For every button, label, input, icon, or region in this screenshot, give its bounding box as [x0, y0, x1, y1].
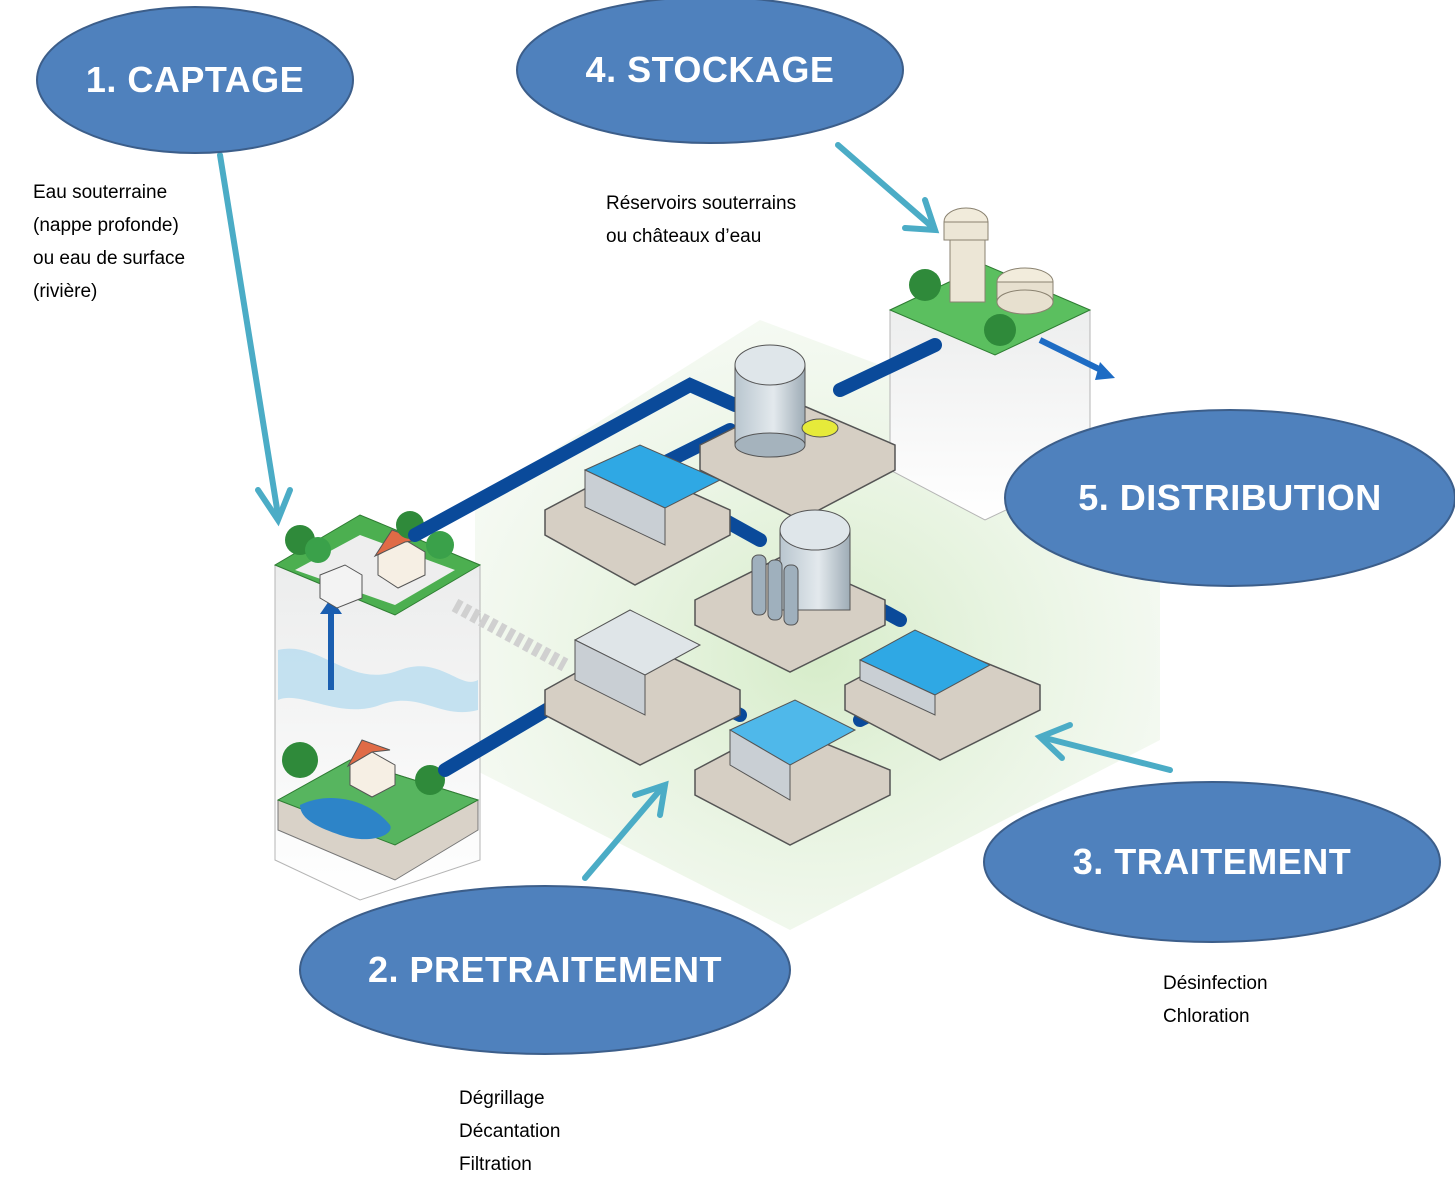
stage-label-distribution: 5. DISTRIBUTION: [1078, 477, 1382, 518]
ellipse-distribution: [1004, 409, 1455, 587]
stage-label-stockage: 4. STOCKAGE: [585, 49, 835, 90]
stage-label-captage: 1. CAPTAGE: [85, 59, 305, 100]
traitement-notes: Désinfection Chloration: [1163, 967, 1268, 1033]
note-line: Filtration: [459, 1154, 532, 1175]
stage-label-pretraitement: 2. PRETRAITEMENT: [367, 949, 723, 990]
note-line: Chloration: [1163, 1006, 1250, 1027]
ellipse-captage: [36, 6, 354, 154]
dashed-pipe: [451, 598, 569, 672]
note-line: Désinfection: [1163, 973, 1268, 994]
note-line: ou eau de surface: [33, 248, 186, 269]
stage-ellipses: [36, 0, 1455, 1055]
ellipse-stockage: [516, 0, 904, 144]
tree-icon: [285, 511, 454, 563]
reservoir-tank-icon: [734, 344, 839, 458]
stockage-notes: Réservoirs souterrains ou châteaux d’eau: [606, 187, 796, 253]
note-line: ou châteaux d’eau: [606, 226, 762, 247]
ellipse-pretraitement: [299, 885, 791, 1055]
chlorine-tank: [751, 509, 851, 626]
note-line: Décantation: [459, 1121, 561, 1142]
note-line: Dégrillage: [459, 1088, 545, 1109]
water-tower-icon: [943, 207, 989, 303]
reservoir-tank-icon: [996, 267, 1054, 315]
note-line: Réservoirs souterrains: [606, 193, 797, 214]
basins: [573, 444, 992, 801]
arrow-icon: [217, 142, 1173, 881]
note-line: Eau souterraine: [33, 182, 168, 203]
note-line: (nappe profonde): [33, 215, 179, 236]
pretraitement-notes: Dégrillage Décantation Filtration: [459, 1082, 560, 1181]
captage-notes: Eau souterraine (nappe profonde) ou eau …: [33, 176, 185, 308]
stage-label-traitement: 3. TRAITEMENT: [1072, 841, 1352, 882]
note-line: (rivière): [33, 281, 98, 302]
ellipse-traitement: [983, 781, 1441, 943]
river-block: [276, 739, 480, 881]
